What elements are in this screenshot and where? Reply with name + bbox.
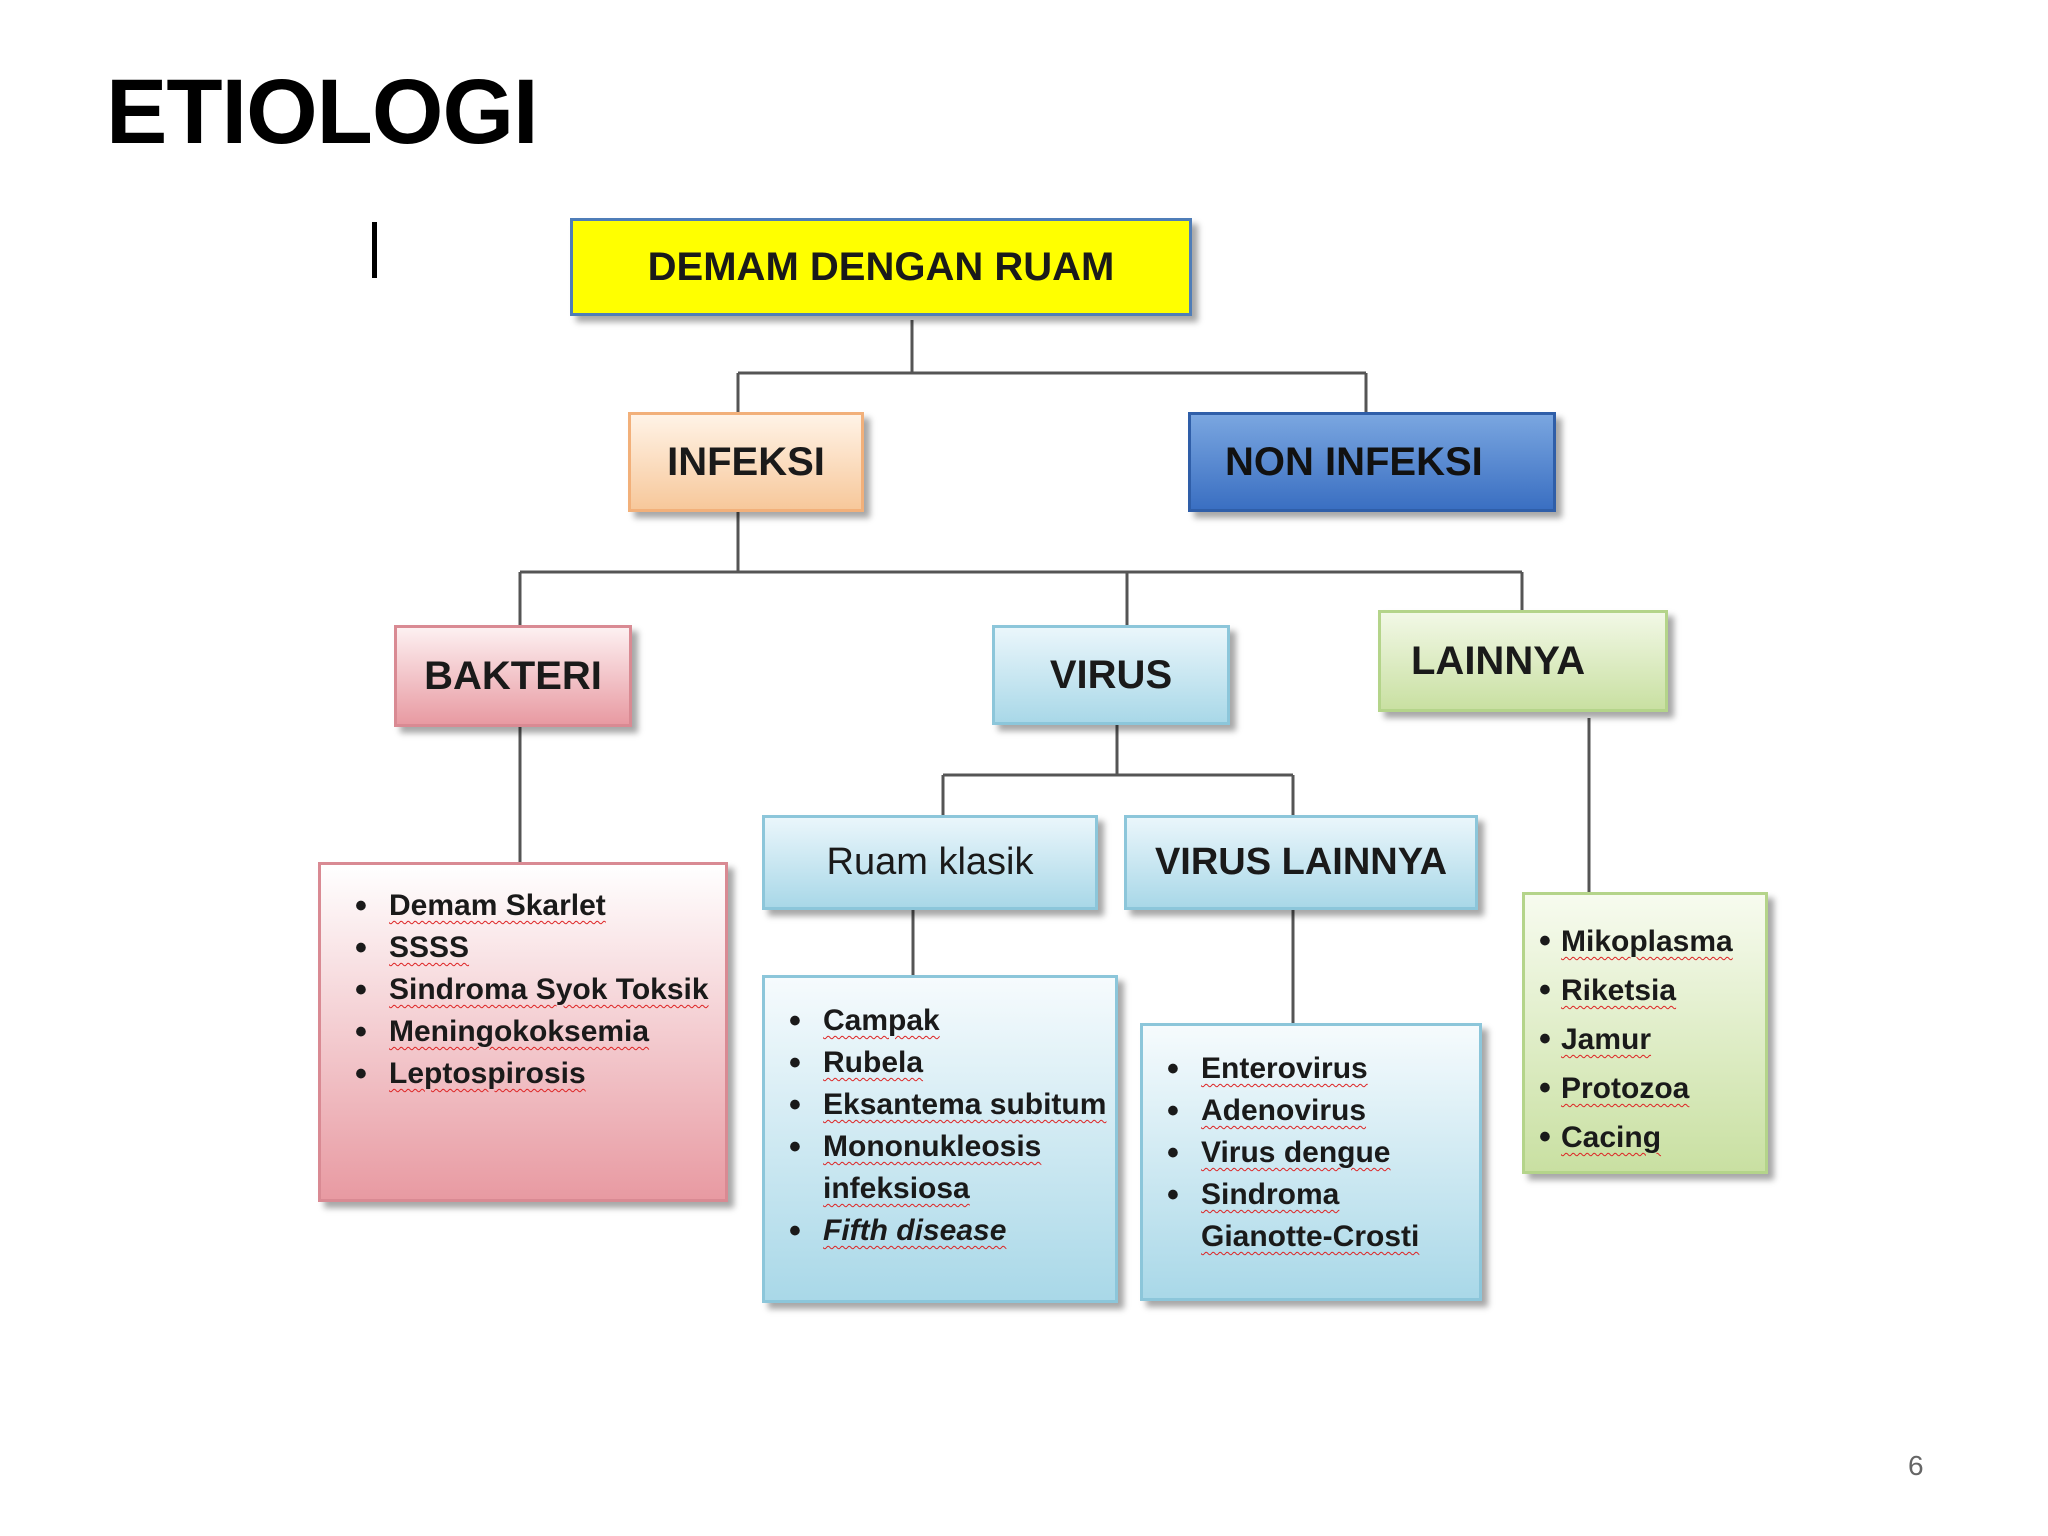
list-item: Demam Skarlet — [345, 885, 711, 927]
list-item: Jamur — [1539, 1015, 1759, 1064]
node-virus: VIRUS — [992, 625, 1230, 725]
text-cursor — [372, 222, 377, 278]
list-item: Eksantema subitum — [779, 1084, 1107, 1126]
node-lainnya: LAINNYA — [1378, 610, 1668, 712]
page-number: 6 — [1908, 1450, 1924, 1481]
node-virus-lainnya: VIRUS LAINNYA — [1124, 815, 1478, 910]
list-item: Meningokoksemia — [345, 1011, 711, 1053]
list-item: Sindroma Gianotte-Crosti — [1157, 1174, 1471, 1258]
list-item: Adenovirus — [1157, 1090, 1471, 1132]
list-virus-lainnya: Enterovirus Adenovirus Virus dengue Sind… — [1140, 1023, 1482, 1301]
node-infeksi: INFEKSI — [628, 412, 864, 512]
list-item: Sindroma Syok Toksik — [345, 969, 711, 1011]
list-item: Cacing — [1539, 1113, 1759, 1162]
list-item: Mononukleosis infeksiosa — [779, 1126, 1107, 1210]
node-non-infeksi: NON INFEKSI — [1188, 412, 1556, 512]
node-demam-dengan-ruam: DEMAM DENGAN RUAM — [570, 218, 1192, 316]
list-item: Leptospirosis — [345, 1053, 711, 1095]
list-lainnya: Mikoplasma Riketsia Jamur Protozoa Cacin… — [1522, 892, 1768, 1174]
list-item: Enterovirus — [1157, 1048, 1471, 1090]
list-item: Rubela — [779, 1042, 1107, 1084]
node-ruam-klasik: Ruam klasik — [762, 815, 1098, 910]
list-item: Fifth disease — [779, 1210, 1107, 1252]
list-item: Protozoa — [1539, 1064, 1759, 1113]
list-ruam-klasik: Campak Rubela Eksantema subitum Mononukl… — [762, 975, 1118, 1303]
list-item: Riketsia — [1539, 966, 1759, 1015]
list-item: Virus dengue — [1157, 1132, 1471, 1174]
list-item: SSSS — [345, 927, 711, 969]
list-item: Campak — [779, 1000, 1107, 1042]
list-bakteri: Demam Skarlet SSSS Sindroma Syok Toksik … — [318, 862, 728, 1202]
list-item: Mikoplasma — [1539, 917, 1759, 966]
node-bakteri: BAKTERI — [394, 625, 632, 727]
page-title: ETIOLOGI — [106, 61, 539, 163]
